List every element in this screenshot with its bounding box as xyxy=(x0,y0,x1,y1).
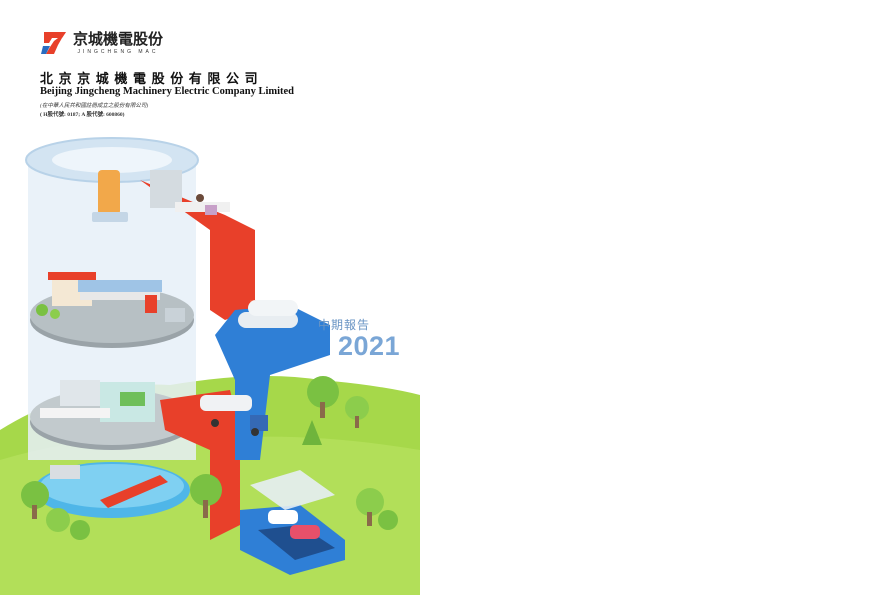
blue-road xyxy=(215,305,345,575)
company-name-en: Beijing Jingcheng Machinery Electric Com… xyxy=(40,86,295,97)
trees xyxy=(21,376,398,540)
tanker-truck xyxy=(200,395,268,436)
report-year: 2021 xyxy=(338,331,401,361)
company-logo: 京城機電股份 JINGCHENG MAC xyxy=(40,29,163,57)
incorporation-note: (在中華人民共和國註冊成立之股份有限公司) xyxy=(40,103,149,109)
ev-charging-station xyxy=(250,470,335,539)
cover-page: 京城機電股份 JINGCHENG MAC 北京京城機電股份有限公司 Beijin… xyxy=(0,0,420,595)
logo-name-en: JINGCHENG MAC xyxy=(77,48,159,55)
logo-text: 京城機電股份 JINGCHENG MAC xyxy=(73,30,164,55)
jingcheng-logo-icon xyxy=(41,32,66,54)
logo-name-cn: 京城機電股份 xyxy=(73,30,164,48)
stock-codes: ( H股代號: 0187; A 股代號: 600860) xyxy=(40,112,125,118)
cover-illustration xyxy=(0,137,420,595)
company-name-cn: 北京京城機電股份有限公司 xyxy=(40,72,264,87)
report-type: 中期報告 xyxy=(318,318,371,332)
gas-tanks xyxy=(238,300,298,328)
lab-workstation xyxy=(150,170,230,215)
